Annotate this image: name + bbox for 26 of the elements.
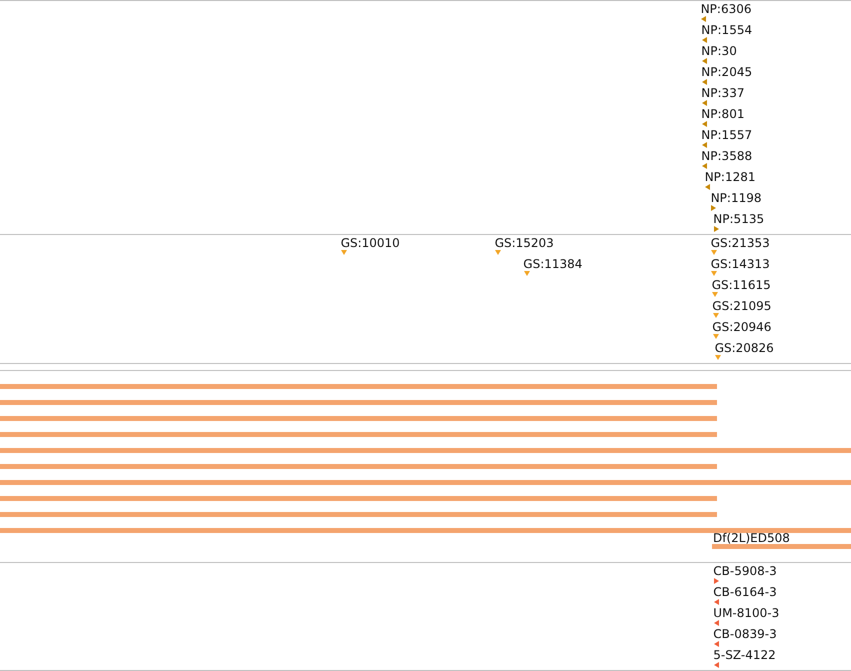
feature-label: GS:21353 xyxy=(710,237,770,249)
feature-label: NP:30 xyxy=(701,44,737,56)
feature-label: Df(2L)ED508 xyxy=(713,532,790,544)
feature-label: NP:337 xyxy=(701,86,744,98)
feature-label: GS:10010 xyxy=(340,237,400,249)
feature-label: NP:6306 xyxy=(700,2,752,14)
feature-label: 5-SZ-4122 xyxy=(713,649,776,661)
feature-label: GS:11615 xyxy=(712,279,771,291)
feature-label: CB-0839-3 xyxy=(713,628,777,640)
feature-label: NP:1198 xyxy=(710,192,762,204)
feature-label: CB-5908-3 xyxy=(713,565,777,577)
feature-label: GS:14313 xyxy=(710,258,770,270)
feature-label: NP:3588 xyxy=(701,150,752,162)
feature-label: NP:5135 xyxy=(713,212,764,224)
feature-label: GS:11384 xyxy=(523,258,582,270)
feature-label: CB-6164-3 xyxy=(713,586,777,598)
feature-label: GS:20946 xyxy=(712,321,772,333)
feature-label: NP:2045 xyxy=(701,66,752,78)
feature-label: GS:21095 xyxy=(712,300,772,312)
feature-label: NP:1554 xyxy=(701,24,752,36)
feature-label: NP:801 xyxy=(701,108,744,120)
feature-label: GS:20826 xyxy=(714,342,774,354)
feature-label: NP:1281 xyxy=(704,170,756,182)
feature-label: NP:1557 xyxy=(701,128,752,140)
feature-label: GS:15203 xyxy=(494,237,554,249)
feature-label: UM-8100-3 xyxy=(713,607,780,619)
